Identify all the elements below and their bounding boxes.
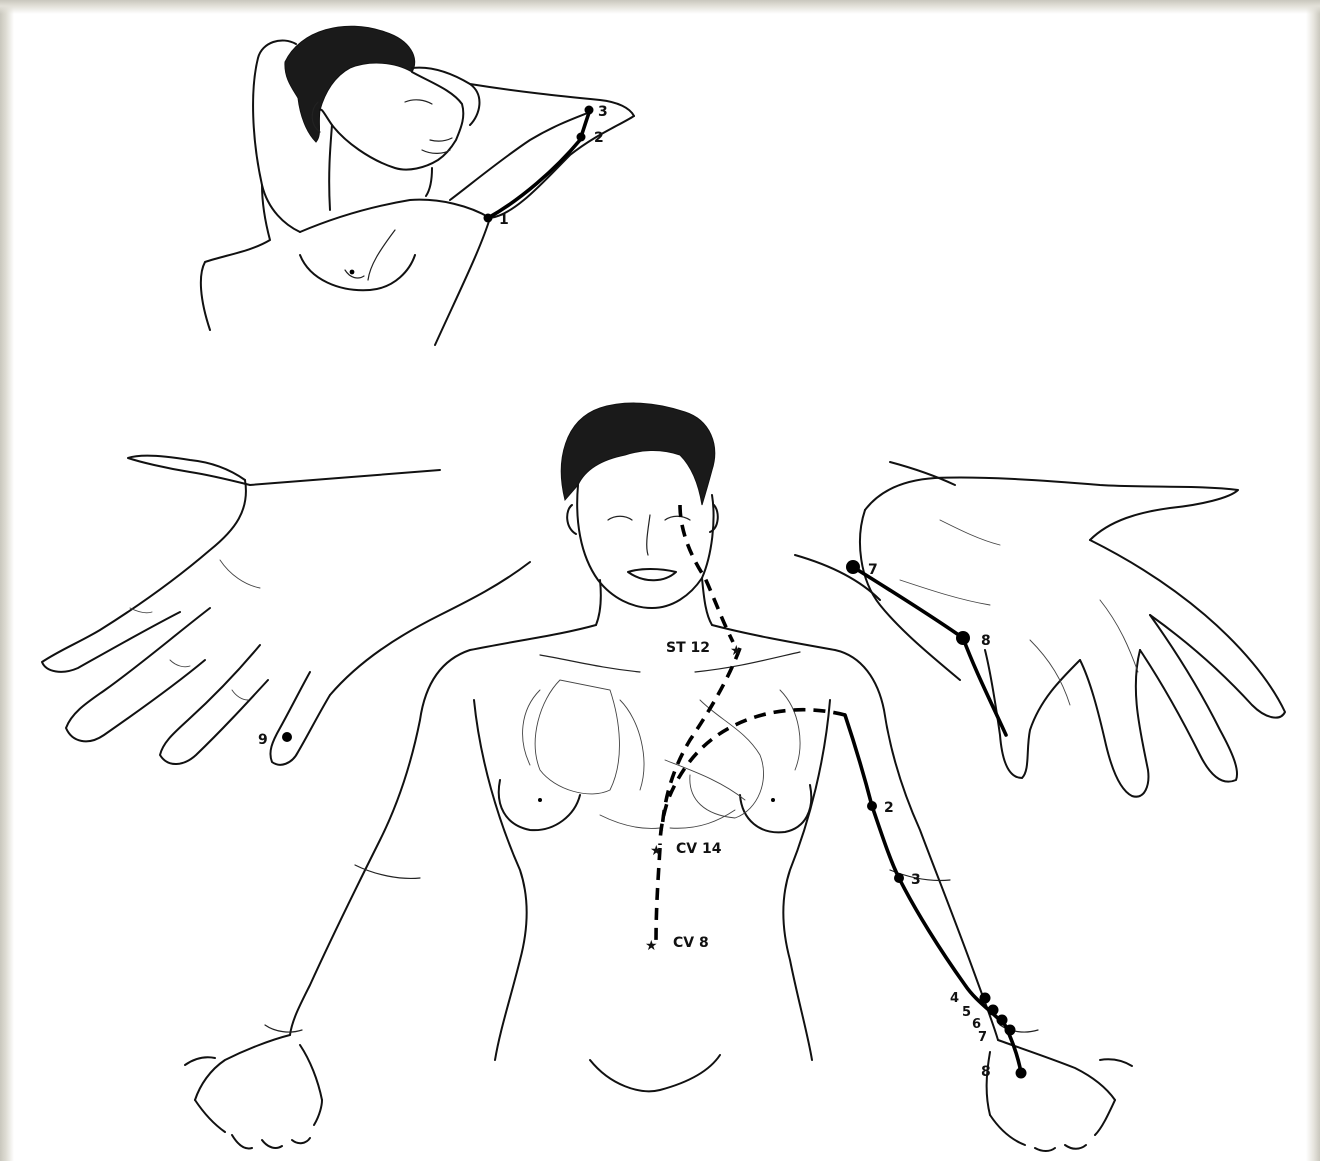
main-figure-right-lower-arm xyxy=(987,1040,1115,1115)
left-raised-hand: 9 xyxy=(42,456,530,765)
right-raised-hand: 7 8 xyxy=(795,462,1285,797)
arm-to-chest-dashed-channel xyxy=(660,710,845,845)
arm-point-8-marker xyxy=(1016,1068,1027,1079)
main-figure-hair xyxy=(561,403,714,505)
main-figure-head xyxy=(577,485,713,608)
cv8-label: CV 8 xyxy=(673,935,709,951)
arm-meridian xyxy=(845,715,1021,1073)
top-figure-meridian xyxy=(488,110,590,218)
body-meridians: 2 3 4 5 6 7 8 ★ ★ ★ ST 12 CV 14 CV 8 xyxy=(645,505,1027,1080)
arm-point-3-label: 3 xyxy=(911,872,921,888)
arm-point-7-label: 7 xyxy=(978,1030,987,1045)
cv14-to-cv8-channel xyxy=(656,848,660,940)
arm-point-8-label: 8 xyxy=(981,1064,991,1080)
main-figure xyxy=(185,403,1132,1151)
left-hand-point-9-label: 9 xyxy=(258,732,268,748)
arm-point-5-label: 5 xyxy=(962,1005,971,1020)
right-hand-point-7-label: 7 xyxy=(868,562,878,578)
st12-star-icon: ★ xyxy=(730,643,743,659)
arm-point-2-marker xyxy=(867,801,877,811)
top-point-1-label: 1 xyxy=(499,212,509,228)
cv14-star-icon: ★ xyxy=(650,843,663,859)
right-hand-meridian xyxy=(853,567,1006,735)
arm-point-2-label: 2 xyxy=(884,800,894,816)
arm-point-3-marker xyxy=(894,873,904,883)
top-figure-breast xyxy=(300,255,415,290)
st12-to-cv14-channel xyxy=(662,648,740,830)
right-hand-point-8-marker xyxy=(956,631,970,645)
arm-point-7-marker xyxy=(1005,1025,1016,1036)
right-hand-point-7-marker xyxy=(846,560,860,574)
top-point-1-marker xyxy=(484,214,493,223)
top-point-2-marker xyxy=(577,133,586,142)
cv14-label: CV 14 xyxy=(676,841,722,857)
top-point-2-label: 2 xyxy=(594,130,604,146)
top-figure: 1 2 3 xyxy=(201,26,634,345)
cv8-star-icon: ★ xyxy=(645,938,658,954)
top-point-3-marker xyxy=(585,106,594,115)
organ-sketch xyxy=(535,680,763,818)
main-figure-left-lower-arm xyxy=(195,1035,322,1100)
top-figure-face xyxy=(320,72,463,170)
main-figure-neck xyxy=(596,578,712,625)
arm-point-4-marker xyxy=(980,993,991,1004)
st12-label: ST 12 xyxy=(666,640,710,656)
arm-point-6-marker xyxy=(997,1015,1008,1026)
main-figure-torso xyxy=(290,625,596,1035)
left-hand-point-9-marker xyxy=(282,732,292,742)
top-point-3-label: 3 xyxy=(598,104,608,120)
top-figure-hair xyxy=(285,26,415,142)
right-hand-point-8-label: 8 xyxy=(981,633,991,649)
main-figure-breasts xyxy=(499,780,812,832)
arm-point-4-label: 4 xyxy=(950,991,959,1006)
left-hand-outline xyxy=(128,456,440,485)
arm-point-5-marker xyxy=(988,1005,999,1016)
face-dashed-channel xyxy=(680,505,733,642)
